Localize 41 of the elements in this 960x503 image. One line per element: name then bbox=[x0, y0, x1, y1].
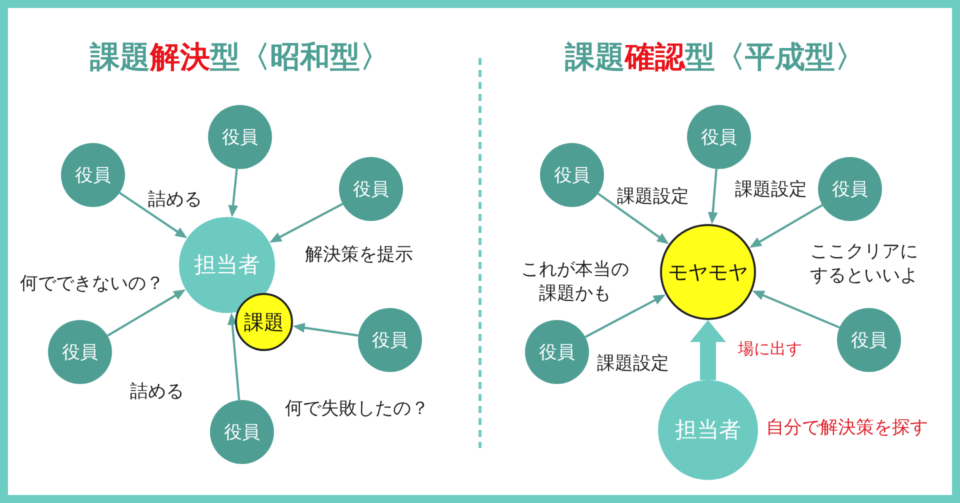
member-circle: 役員 bbox=[687, 105, 751, 169]
member-circle: 役員 bbox=[525, 320, 589, 384]
arrow bbox=[752, 290, 840, 329]
issue-circle: 課題 bbox=[235, 293, 293, 351]
member-circle: 役員 bbox=[339, 157, 403, 221]
member-circle: 役員 bbox=[61, 143, 125, 207]
arrow bbox=[584, 294, 666, 338]
member-circle: 役員 bbox=[48, 320, 112, 384]
edge-label: 場に出す bbox=[738, 338, 802, 360]
heading: 課題確認型〈平成型〉 bbox=[565, 39, 865, 77]
annotation-text: 何で失敗したの？ bbox=[285, 397, 429, 421]
annotation-text: 解決策を提示 bbox=[305, 243, 413, 267]
person-circle: 担当者 bbox=[179, 217, 275, 313]
arrow bbox=[690, 320, 726, 380]
annotation-text: 課題設定 bbox=[597, 352, 669, 376]
arrow bbox=[292, 322, 358, 337]
member-circle: 役員 bbox=[208, 105, 272, 169]
heading: 課題解決型〈昭和型〉 bbox=[90, 39, 390, 77]
arrow bbox=[269, 202, 344, 243]
annotation-text: 詰める bbox=[130, 380, 184, 404]
annotation-text: 課題設定 bbox=[735, 178, 807, 202]
member-circle: 役員 bbox=[818, 157, 882, 221]
arrow bbox=[227, 312, 240, 400]
member-circle: 役員 bbox=[837, 308, 901, 372]
arrow bbox=[708, 168, 718, 224]
person-circle: 担当者 bbox=[658, 380, 758, 480]
member-circle: 役員 bbox=[210, 400, 274, 464]
issue-circle: モヤモヤ bbox=[660, 224, 756, 320]
node-caption: 自分で解決策を探す bbox=[766, 416, 928, 440]
annotation-text: ここクリアにするといいよ bbox=[809, 240, 918, 288]
annotation-text: 何でできないの？ bbox=[20, 272, 164, 296]
arrow bbox=[228, 168, 238, 218]
arrow bbox=[749, 204, 823, 248]
annotation-text: 課題設定 bbox=[617, 185, 689, 209]
arrow bbox=[106, 289, 186, 337]
annotation-text: 詰める bbox=[148, 188, 202, 212]
member-circle: 役員 bbox=[540, 143, 604, 207]
annotation-text: これが本当の課題かも bbox=[520, 258, 630, 306]
arrow bbox=[118, 192, 188, 238]
arrow bbox=[597, 192, 669, 244]
member-circle: 役員 bbox=[358, 308, 422, 372]
